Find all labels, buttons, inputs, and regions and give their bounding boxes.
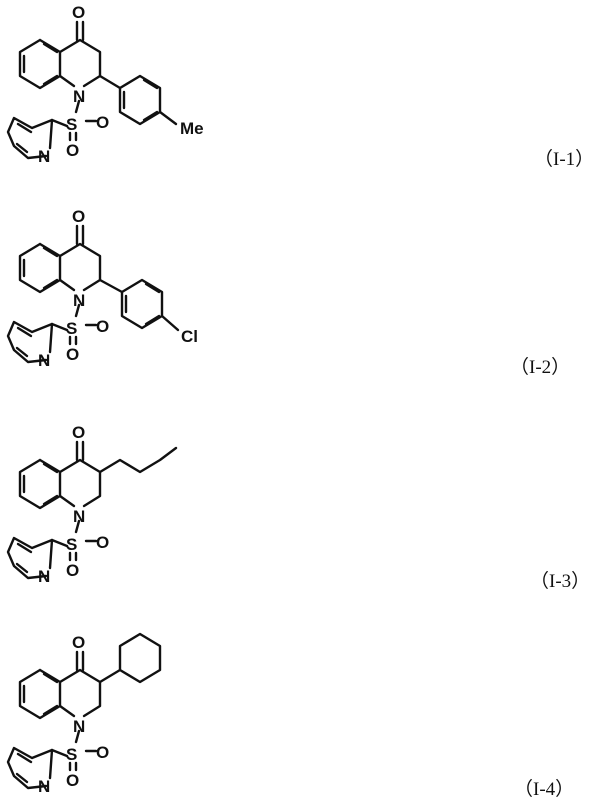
nitrogen-atom: N [73, 717, 85, 736]
nitrogen-atom: N [73, 87, 85, 106]
oxygen-atom: O [96, 317, 109, 336]
nitrogen-atom: N [38, 351, 50, 370]
oxygen-atom: O [66, 561, 79, 580]
oxygen-atom: O [66, 345, 79, 364]
chlorine-atom: Cl [181, 327, 198, 346]
compound-i-3: O N S O O N （I-3） [0, 400, 608, 600]
oxygen-atom: O [66, 771, 79, 790]
compound-label: （I-1） [534, 149, 595, 170]
oxygen-atom: O [72, 3, 85, 22]
structure-i-2: O N S O O N Cl [6, 207, 198, 370]
sulfur-atom: S [66, 745, 77, 764]
nitrogen-atom: N [38, 567, 50, 586]
oxygen-atom: O [96, 743, 109, 762]
oxygen-atom: O [96, 533, 109, 552]
nitrogen-atom: N [38, 147, 50, 166]
sulfur-atom: S [66, 535, 77, 554]
compound-i-2: O N S O O N Cl （I-2） [0, 200, 608, 400]
structure-i-4: O N S O O N [6, 632, 162, 796]
compound-label: （I-3） [530, 571, 591, 592]
compound-label: （I-2） [510, 357, 571, 378]
compound-i-1: O N S O O N Me （I-1） [0, 0, 608, 200]
structure-i-1: O N S O O N Me [6, 3, 204, 166]
nitrogen-atom: N [73, 291, 85, 310]
methyl-group: Me [180, 119, 204, 138]
sulfur-atom: S [66, 115, 77, 134]
compound-i-4: O N S O O N （I-4） [0, 600, 608, 800]
structure-i-3: O N S O O N [6, 423, 178, 586]
oxygen-atom: O [66, 141, 79, 160]
nitrogen-atom: N [73, 507, 85, 526]
oxygen-atom: O [72, 423, 85, 442]
oxygen-atom: O [72, 207, 85, 226]
compound-label: （I-4） [514, 779, 575, 800]
nitrogen-atom: N [38, 777, 50, 796]
oxygen-atom: O [72, 633, 85, 652]
sulfur-atom: S [66, 319, 77, 338]
oxygen-atom: O [96, 113, 109, 132]
